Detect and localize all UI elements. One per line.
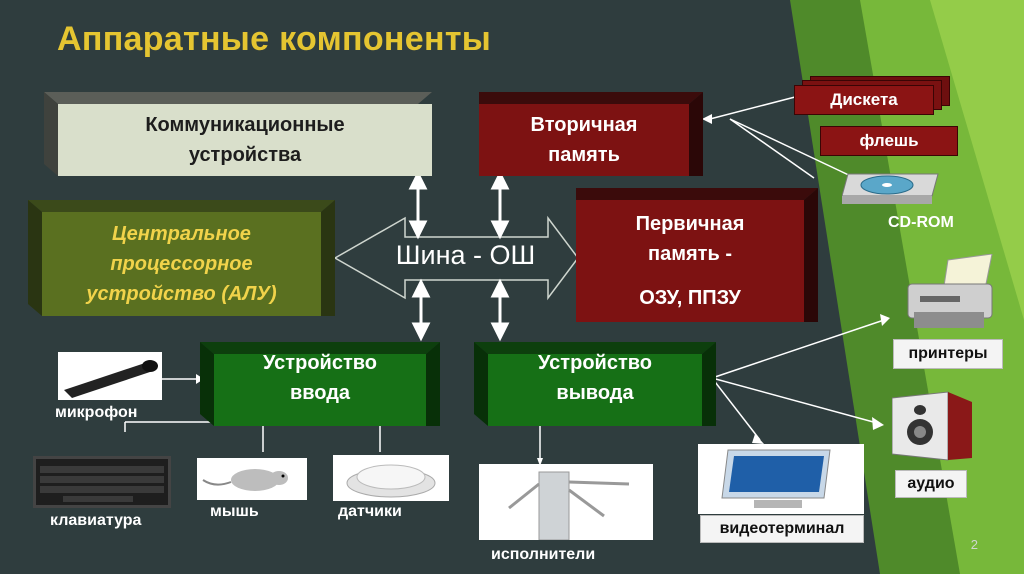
printer-image — [907, 254, 993, 328]
box-primary-3d — [576, 188, 818, 322]
mouse-label: мышь — [210, 503, 259, 520]
speaker-image — [892, 391, 972, 461]
audio-label-box: аудио — [895, 470, 967, 498]
output-device-box: Устройство вывода — [538, 352, 652, 404]
microphone-label: микрофон — [55, 404, 138, 421]
microphone-image — [58, 352, 162, 400]
cdrom-label: CD-ROM — [888, 214, 954, 231]
box-cpu-3d — [28, 200, 335, 316]
communication-devices-box: Коммуникационные устройства — [145, 114, 345, 166]
input-device-box: Устройство ввода — [263, 352, 377, 404]
sensor-icon — [346, 464, 436, 498]
keyboard-image — [33, 456, 171, 508]
box-output-3d — [474, 342, 716, 426]
slide-title: Аппаратные компоненты — [57, 20, 492, 58]
sensors-label: датчики — [338, 503, 402, 520]
actuators-image — [479, 464, 653, 541]
cpu-box: Центральное процессорное устройство (АЛУ… — [86, 223, 277, 305]
flash-tag: флешь — [820, 126, 958, 156]
secondary-memory-box: Вторичная память — [530, 114, 638, 166]
box-communication-3d — [44, 92, 432, 176]
diskette-tag: Дискета — [794, 85, 934, 115]
sensors-image — [333, 455, 449, 501]
box-input-3d — [200, 342, 440, 426]
keyboard-icon — [36, 459, 168, 505]
primary-memory-box: Первичная память - ОЗУ, ППЗУ — [635, 213, 745, 309]
cdrom-drive-image — [842, 173, 939, 204]
green-wedge-light — [930, 0, 1024, 320]
bus-label: Шина - ОШ — [395, 240, 536, 270]
video-terminal-image — [698, 444, 864, 514]
printers-label-box: принтеры — [893, 339, 1003, 369]
monitor-icon — [721, 449, 831, 508]
video-terminal-label-box: видеотерминал — [700, 515, 864, 543]
page-number: 2 — [970, 537, 978, 552]
box-secondary-3d — [479, 92, 703, 176]
actuators-label: исполнители — [491, 546, 596, 563]
mouse-animal-icon — [202, 469, 288, 491]
keyboard-label: клавиатура — [50, 512, 142, 529]
mouse-image — [197, 458, 307, 500]
turnstile-icon — [508, 471, 630, 541]
